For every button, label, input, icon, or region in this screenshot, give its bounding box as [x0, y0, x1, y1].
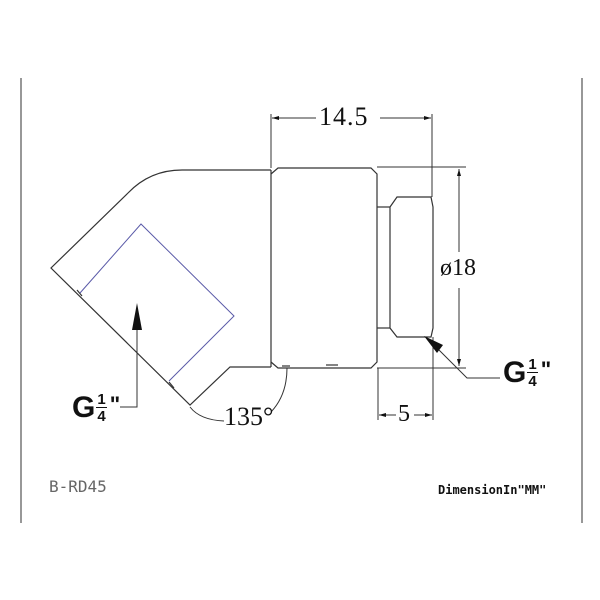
- arrowheads: [132, 116, 461, 417]
- part-code-label: B-RD45: [49, 477, 107, 496]
- inner-bore-outline: [79, 223, 235, 382]
- units-note-label: DimensionIn"MM": [438, 483, 547, 497]
- frame: [20, 78, 583, 523]
- elbow-arm-outline: [50, 169, 271, 406]
- inch-mark: ": [109, 392, 121, 417]
- fraction-numerator: 1: [96, 391, 107, 408]
- dimension-length-label: 14.5: [319, 102, 369, 131]
- arrow-pointer-icon: [424, 336, 443, 353]
- thread-prefix: G: [72, 391, 96, 424]
- main-body-outline: [270, 167, 378, 369]
- dimension-diameter-label: ø18: [440, 255, 476, 281]
- dimension-lines: [120, 114, 500, 422]
- dimension-thread-length-label: 5: [398, 401, 410, 427]
- fraction-numerator: 1: [527, 356, 538, 373]
- fraction-denominator: 4: [97, 408, 106, 425]
- thread-prefix: G: [503, 356, 527, 389]
- fraction-denominator: 4: [528, 373, 537, 390]
- thread-spec-left: G 1 4 ": [72, 392, 120, 424]
- thread-stub-outline: [377, 196, 434, 338]
- arrow-up-icon: [132, 303, 142, 330]
- thread-spec-right: G 1 4 ": [503, 357, 551, 389]
- dimension-angle-label: 135°: [224, 402, 274, 431]
- inch-mark: ": [540, 357, 552, 382]
- thread-fraction: 1 4: [96, 391, 107, 425]
- thread-fraction: 1 4: [527, 356, 538, 390]
